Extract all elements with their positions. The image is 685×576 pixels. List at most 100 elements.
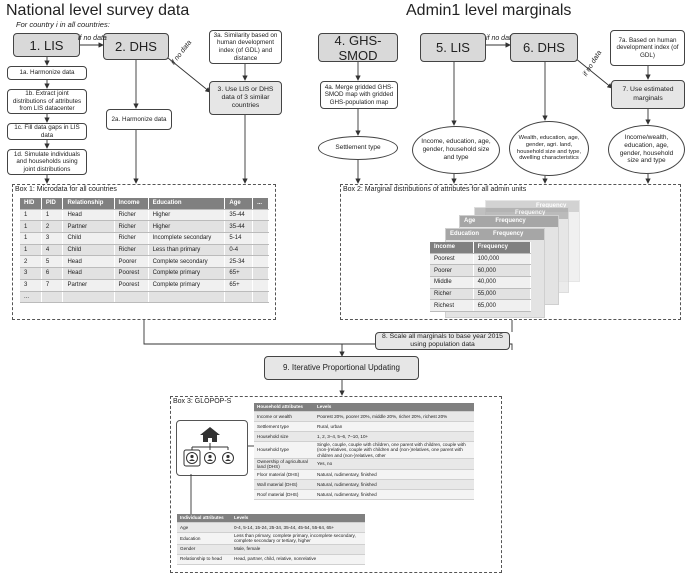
node-1d: 1d. Simulate individuals and households … (7, 149, 87, 175)
table-cell: 55,000 (473, 288, 532, 301)
table-cell: Partner (62, 279, 115, 292)
table-cell: 5 (41, 255, 64, 269)
individual-header-row: Individual attributes Levels (177, 514, 365, 523)
table-cell: 1, 2, 3–4, 5–6, 7–10, 10+ (314, 431, 474, 442)
node-lis: 1. LIS (13, 33, 80, 57)
table-cell: Education (177, 532, 231, 545)
table-cell: Household size (254, 431, 314, 442)
table-cell: Less than primary, complete primary, inc… (231, 532, 365, 545)
col-hid: HID (20, 198, 42, 210)
education-sheet-frequency: Frequency (493, 231, 524, 237)
microdata-table: HID PID Relationship Income Education Ag… (20, 198, 269, 304)
no-data-label-1: if no data (78, 35, 107, 42)
table-cell: 40,000 (473, 276, 532, 289)
node-dhs-6: 6. DHS (510, 33, 578, 62)
table-cell: 2 (20, 255, 42, 269)
table-cell (41, 291, 64, 304)
table-cell: Richer (114, 209, 149, 222)
table-cell: 35-44 (224, 220, 254, 234)
node-1a: 1a. Harmonize data (7, 66, 87, 80)
table-cell: ... (20, 291, 42, 304)
sheet-header: Education Frequency (446, 229, 544, 240)
table-cell: 6 (41, 267, 64, 280)
table-cell: Gender (177, 544, 231, 555)
box2-container (340, 184, 681, 320)
table-cell: 4 (41, 244, 64, 257)
table-cell: Richer (114, 220, 149, 234)
table-cell: Floor material (DHS) (254, 469, 314, 481)
table-cell: Natural, rudimentary, finished (314, 479, 474, 491)
table-cell: 5-14 (224, 232, 254, 245)
ellipse-estimated-attributes: Income/wealth, education, age, gender, h… (608, 125, 685, 174)
box1-container (12, 184, 276, 320)
table-row: Wall material (DHS)Natural, rudimentary,… (254, 479, 474, 491)
node-8: 8. Scale all marginals to base year 2015… (375, 332, 510, 350)
table-cell (252, 220, 269, 234)
table-cell: 100,000 (473, 253, 532, 266)
ellipse-dhs-attributes: Wealth, education, age, gender, agri. la… (509, 121, 589, 176)
col-individual-attributes: Individual attributes (177, 514, 231, 523)
node-2a: 2a. Harmonize data (106, 109, 172, 130)
table-cell: Complete secondary (148, 255, 226, 269)
col-levels: Levels (231, 514, 365, 523)
table-cell: 7 (41, 279, 64, 292)
table-cell (224, 291, 254, 304)
node-3: 3. Use LIS or DHS data of 3 similar coun… (209, 81, 282, 115)
node-1b: 1b. Extract joint distributions of attri… (7, 89, 87, 114)
table-cell: 0-4 (224, 244, 254, 257)
table-cell (252, 279, 269, 292)
table-cell: Complete primary (148, 267, 226, 280)
col-age: Age (224, 198, 254, 210)
table-row: Floor material (DHS)Natural, rudimentary… (254, 469, 474, 481)
ellipse-lis-attributes: Income, education, age, gender, househol… (412, 126, 500, 174)
table-cell: Higher (148, 220, 226, 234)
table-cell: Incomplete secondary (148, 232, 226, 245)
col-more: ... (252, 198, 269, 210)
house-icon (200, 427, 220, 442)
education-sheet-label: Education (450, 231, 480, 237)
table-cell: 3 (41, 232, 64, 245)
table-row: Roof material (DHS)Natural, rudimentary,… (254, 489, 474, 501)
table-cell (252, 232, 269, 245)
table-cell: Complete primary (148, 279, 226, 292)
box3-connectors (190, 445, 254, 514)
table-cell (252, 255, 269, 269)
table-cell: 35-44 (224, 209, 254, 222)
table-cell (252, 209, 269, 222)
table-cell: 1 (20, 232, 42, 245)
table-cell: Poorest (430, 253, 474, 266)
node-9: 9. Iterative Proportional Updating (264, 356, 419, 380)
age-sheet-label: Age (464, 218, 476, 224)
table-cell: 65+ (224, 279, 254, 292)
table-cell: Middle (430, 276, 474, 289)
node-1c: 1c. Fill data gaps in LIS data (7, 123, 87, 140)
left-heading: National level survey data (6, 2, 190, 19)
table-cell: 1 (41, 209, 64, 222)
col-frequency: Frequency (473, 242, 532, 254)
household-members-icon (183, 427, 234, 467)
box3-title: Box 3: GLOPOP-S (173, 398, 232, 405)
table-cell: Age (177, 522, 231, 533)
node-dhs: 2. DHS (103, 33, 169, 60)
table-cell: Male, female (231, 544, 365, 555)
table-cell: Head (62, 209, 115, 222)
table-cell: Richer (430, 288, 474, 301)
table-cell (252, 267, 269, 280)
table-cell: Less than primary (148, 244, 226, 257)
col-income: Income (114, 198, 149, 210)
table-cell: 3 (20, 267, 42, 280)
table-cell: Richer (114, 244, 149, 257)
box2-title: Box 2: Marginal distributions of attribu… (343, 186, 527, 193)
table-cell: 1 (20, 244, 42, 257)
col-levels: Levels (314, 403, 474, 412)
table-cell: Head (62, 255, 115, 269)
